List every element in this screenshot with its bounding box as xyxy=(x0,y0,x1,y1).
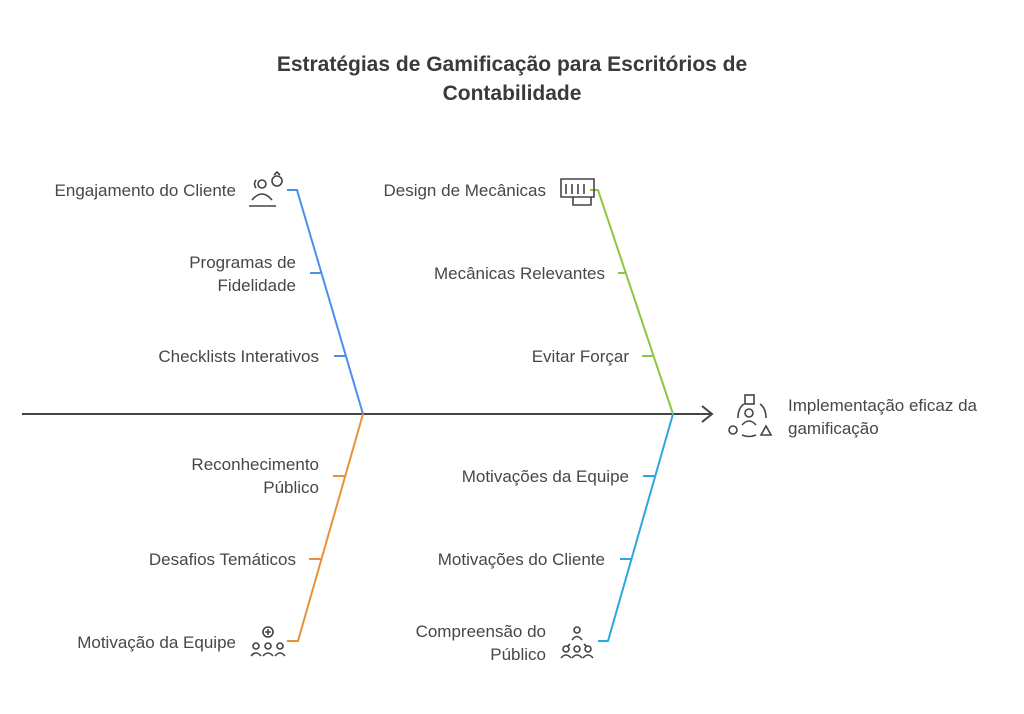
shapes-people-icon xyxy=(728,394,773,438)
branch-orange xyxy=(287,413,364,642)
item-desafios: Desafios Temáticos xyxy=(148,550,296,569)
branch-title-motivacao: Motivação da Equipe xyxy=(77,633,236,652)
diagram-title: Estratégias de Gamificação para Escritór… xyxy=(0,50,1024,108)
outcome-text: Implementação eficaz da gamificação xyxy=(788,396,977,438)
item-motivacoes-equipe: Motivações da Equipe xyxy=(461,467,629,486)
item-evitar-forcar: Evitar Forçar xyxy=(531,347,629,366)
branch-blue xyxy=(287,189,364,415)
item-checklists: Checklists Interativos xyxy=(158,347,319,366)
customer-refresh-icon xyxy=(249,170,283,207)
outcome-label: Implementação eficaz da gamificação xyxy=(788,394,988,440)
item-mecanicas-relevantes: Mecânicas Relevantes xyxy=(433,264,605,283)
branch-cyan xyxy=(598,413,674,642)
team-target-icon xyxy=(250,626,286,657)
audience-icon xyxy=(560,626,594,659)
spine-arrowhead xyxy=(701,405,714,423)
branch-title-compreensao: Compreensão do Público xyxy=(415,622,546,664)
fist-icon xyxy=(560,178,595,206)
branch-title-engajamento: Engajamento do Cliente xyxy=(54,181,236,200)
title-text: Estratégias de Gamificação para Escritór… xyxy=(276,53,748,105)
branch-title-design: Design de Mecânicas xyxy=(383,181,546,200)
item-motivacoes-cliente: Motivações do Cliente xyxy=(437,550,605,569)
branch-green xyxy=(590,189,674,415)
item-reconhecimento: Reconhecimento Público xyxy=(191,455,319,497)
item-programas-fidelidade: Programas de Fidelidade xyxy=(189,253,296,295)
